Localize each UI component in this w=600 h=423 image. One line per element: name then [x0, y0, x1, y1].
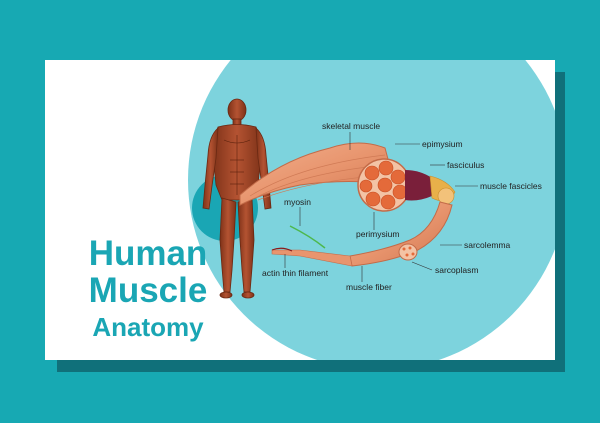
leader-lines: [284, 132, 478, 282]
fascicle-bundles: [359, 160, 408, 210]
title-line-anatomy: Anatomy: [92, 312, 204, 342]
body-muscle-lines: [223, 135, 251, 195]
label-muscle-fascicles: muscle fascicles: [480, 181, 542, 191]
actin-filament: [271, 247, 293, 252]
background-circle: [188, 60, 555, 360]
myofibril: [271, 249, 353, 267]
title-line-human: Human: [88, 234, 208, 273]
epimysium-band: [405, 170, 432, 201]
label-myosin: myosin: [284, 197, 311, 207]
human-body-figure: [202, 98, 272, 299]
label-epimysium: epimysium: [422, 139, 463, 149]
label-muscle-fiber: muscle fiber: [346, 282, 392, 292]
label-sarcoplasm: sarcoplasm: [435, 265, 478, 275]
label-actin-thin-filament: actin thin filament: [262, 268, 329, 278]
label-perimysium: perimysium: [356, 229, 399, 239]
sarcolemma-end: [398, 243, 418, 261]
title-line-muscle: Muscle: [88, 271, 208, 310]
sarcoplasm-dots: [402, 246, 415, 257]
label-skeletal-muscle: skeletal muscle: [322, 121, 380, 131]
page-title: Human Muscle Anatomy: [63, 236, 233, 344]
label-fasciculus: fasciculus: [447, 160, 484, 170]
label-sarcolemma: sarcolemma: [464, 240, 511, 250]
myosin-filament: [289, 225, 326, 249]
